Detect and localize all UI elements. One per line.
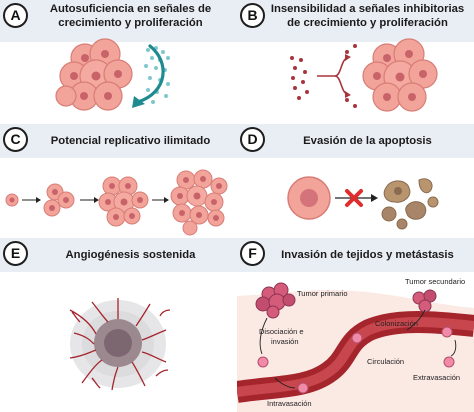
x-mark-icon: [345, 189, 363, 207]
label-circulation: Circulación: [367, 357, 404, 366]
apoptosis-blocked: [287, 176, 439, 230]
cell-stage-2: [43, 183, 75, 217]
title-band: [237, 238, 474, 272]
panel-title-c: Potencial replicativo ilimitado: [50, 135, 211, 147]
title-band: [237, 0, 474, 42]
label-dissociation: Disociación e: [259, 327, 304, 336]
apoptotic-bodies: [381, 178, 439, 230]
panel-title-a: Autosuficiencia en señales de crecimient…: [49, 3, 212, 29]
arrow-icon: [152, 197, 169, 203]
cell-stage-4: [170, 169, 228, 236]
curved-arrow-icon: [136, 44, 165, 104]
tumor-with-blood-vessels: [69, 298, 171, 391]
panel-badge-e: E: [3, 241, 28, 266]
label-extravasation: Extravasación: [413, 373, 460, 382]
panel-c: C Potencial replicativo ilimitado: [0, 124, 237, 261]
panel-title-e: Angiogénesis sostenida: [65, 249, 196, 261]
arrow-icon: [80, 197, 99, 203]
panel-b: B Insensibilidad a señales inhibitorias …: [237, 0, 474, 137]
secondary-tumor: [412, 289, 437, 313]
inhibitor-signals-deflected: [290, 38, 438, 112]
label-dissociation-2: invasión: [271, 337, 299, 346]
cell-stage-1: [5, 193, 19, 207]
label-secondary-tumor: Tumor secundario: [405, 277, 465, 286]
branching-arrow-icon: [317, 57, 348, 95]
blood-vessels: [69, 298, 171, 391]
cell-cluster: [362, 38, 438, 112]
tumor-cell-cluster-with-growth-signals: [55, 38, 170, 111]
metastasis-cascade: Tumor primario Tumor secundario Disociac…: [237, 277, 474, 412]
tumor-cell: [287, 176, 331, 220]
panel-badge-a: A: [3, 3, 28, 28]
label-intravasation: Intravasación: [267, 399, 312, 408]
panel-d: D Evasión de la apoptosis: [237, 124, 474, 261]
arrow-icon: [22, 197, 41, 203]
migrating-cells: [257, 326, 455, 394]
title-band: [0, 124, 237, 158]
primary-tumor: [255, 282, 296, 319]
panel-badge-b: B: [240, 3, 265, 28]
label-colonization: Colonización: [375, 319, 418, 328]
panel-badge-f: F: [240, 241, 265, 266]
panel-badge-c: C: [3, 127, 28, 152]
panel-title-d: Evasión de la apoptosis: [303, 135, 432, 147]
panel-a: A Autosuficiencia en señales de crecimie…: [0, 0, 237, 137]
replicating-cell-clusters: [5, 169, 228, 236]
cell-stage-3: [98, 176, 149, 227]
process-arrows: [259, 309, 457, 389]
cell-cluster: [55, 38, 133, 111]
panel-title-b: Insensibilidad a señales inhibitorias de…: [270, 3, 465, 29]
label-primary-tumor: Tumor primario: [297, 289, 348, 298]
panel-e: E Angiogénesis sostenida: [0, 238, 237, 412]
panel-title-f: Invasión de tejidos y metástasis: [281, 249, 454, 261]
title-band: [0, 0, 237, 42]
title-band: [237, 124, 474, 158]
inhibitor-signal-dots: [290, 44, 357, 108]
panel-f: F Invasión de tejidos y metástasis Tumor…: [237, 238, 474, 412]
panel-badge-d: D: [240, 127, 265, 152]
title-band: [0, 238, 237, 272]
